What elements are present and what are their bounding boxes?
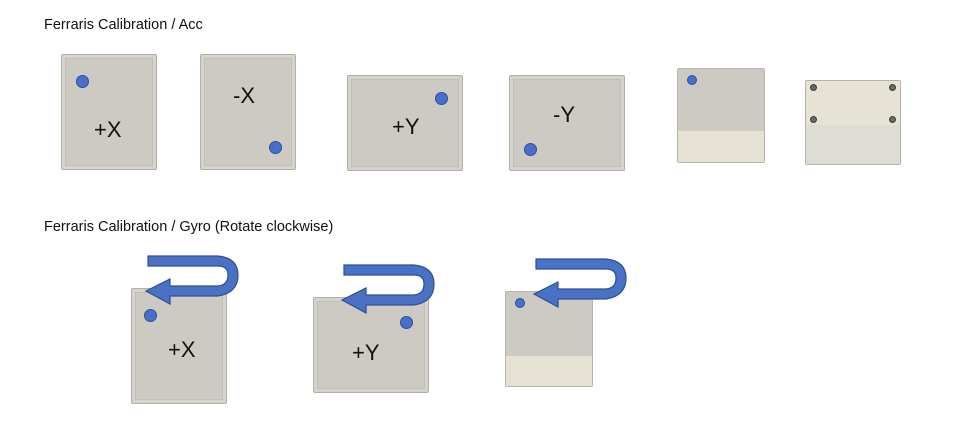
marker-dot-icon xyxy=(269,141,282,154)
gyro-label-plus-y: +Y xyxy=(352,340,380,365)
marker-dot-icon xyxy=(144,309,157,322)
gyro-label-plus-x: +X xyxy=(168,337,196,362)
acc-label-plus-y: +Y xyxy=(392,114,420,139)
acc-box-plus-x: +X xyxy=(61,54,157,170)
gyro-section-title: Ferraris Calibration / Gyro (Rotate cloc… xyxy=(44,219,334,235)
acc-box-minus-y: -Y xyxy=(509,75,625,171)
box-side-face xyxy=(506,356,592,386)
screw-icon xyxy=(889,84,896,91)
box-lid-face xyxy=(806,81,900,126)
acc-section-title: Ferraris Calibration / Acc xyxy=(44,17,203,33)
acc-box-plus-y: +Y xyxy=(347,75,463,171)
acc-label-minus-y: -Y xyxy=(553,102,575,127)
gyro-box-plus-x: +X xyxy=(131,288,227,404)
marker-dot-icon xyxy=(400,316,413,329)
marker-dot-icon xyxy=(435,92,448,105)
clockwise-rotation-arrow-icon xyxy=(340,264,435,315)
clockwise-rotation-arrow-icon xyxy=(532,258,627,309)
acc-box-plus-z: +Z xyxy=(677,68,765,163)
box-side-face xyxy=(678,131,764,162)
screw-icon xyxy=(810,84,817,91)
clockwise-rotation-arrow-icon xyxy=(144,255,239,306)
acc-label-minus-x: -X xyxy=(233,83,255,108)
box-side-face xyxy=(806,125,900,164)
marker-dot-icon xyxy=(515,298,525,308)
marker-dot-icon xyxy=(524,143,537,156)
marker-dot-icon xyxy=(687,75,697,85)
acc-box-minus-x: -X xyxy=(200,54,296,170)
acc-label-plus-x: +X xyxy=(94,117,122,142)
marker-dot-icon xyxy=(76,75,89,88)
screw-icon xyxy=(810,116,817,123)
gyro-box-plus-z: +Z xyxy=(505,291,593,387)
gyro-box-plus-y: +Y xyxy=(313,297,429,393)
screw-icon xyxy=(889,116,896,123)
acc-box-minus-z: -Z xyxy=(805,80,901,165)
